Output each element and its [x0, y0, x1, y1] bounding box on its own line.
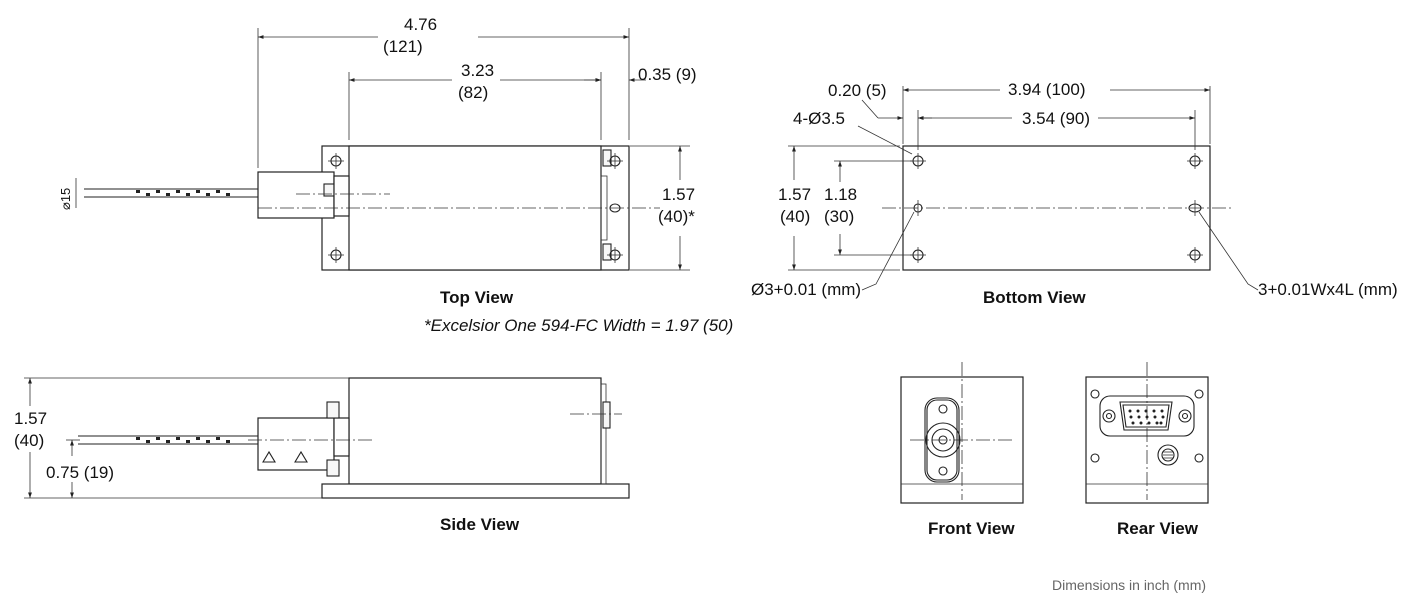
- pin-hole-label: Ø3+0.01 (mm): [751, 280, 861, 299]
- holes-label: 4-Ø3.5: [793, 109, 845, 128]
- body-length-mm-label: (82): [458, 83, 488, 102]
- bottom-view: 3.94 (100) 3.54 (90) 0.20 (5) 4-Ø3.5 1.5…: [751, 80, 1398, 307]
- rear-offset-label: 0.35 (9): [638, 65, 697, 84]
- rear-view: Rear View: [1085, 362, 1209, 538]
- bottom-width-label: 3.94 (100): [1008, 80, 1086, 99]
- strain-relief-marks: [136, 190, 230, 196]
- side-base-plate: [321, 483, 630, 499]
- bottom-height-label: 1.57: [778, 185, 811, 204]
- top-view-title: Top View: [440, 288, 514, 307]
- hole-spacing-label: 3.54 (90): [1022, 109, 1090, 128]
- top-height-mm-label: (40)*: [658, 207, 695, 226]
- hole-height-label: 1.18: [824, 185, 857, 204]
- slot-label: 3+0.01Wx4L (mm): [1258, 280, 1398, 299]
- units-note: Dimensions in inch (mm): [1052, 577, 1206, 593]
- top-view: 4.76 (121) 3.23 (82) 0.35 (9): [58, 15, 697, 307]
- overall-length-label: 4.76: [404, 15, 437, 34]
- front-view-title: Front View: [928, 519, 1015, 538]
- bottom-height-mm-label: (40): [780, 207, 810, 226]
- side-height-mm-label: (40): [14, 431, 44, 450]
- db15-pins: [1128, 409, 1165, 425]
- hole-height-mm-label: (30): [824, 207, 854, 226]
- body-length-label: 3.23: [461, 61, 494, 80]
- fiber-diameter-label: ⌀15: [58, 188, 73, 210]
- overall-length-mm-label: (121): [383, 37, 423, 56]
- side-view-title: Side View: [440, 515, 520, 534]
- bottom-view-title: Bottom View: [983, 288, 1086, 307]
- width-footnote: *Excelsior One 594-FC Width = 1.97 (50): [424, 316, 733, 335]
- side-height-label: 1.57: [14, 409, 47, 428]
- front-view: Front View: [900, 362, 1024, 538]
- edge-offset-label: 0.20 (5): [828, 81, 887, 100]
- top-height-label: 1.57: [662, 185, 695, 204]
- rear-view-title: Rear View: [1117, 519, 1199, 538]
- axis-height-label: 0.75 (19): [46, 463, 114, 482]
- side-view: 1.57 (40) 0.75 (19) Side View: [14, 377, 630, 534]
